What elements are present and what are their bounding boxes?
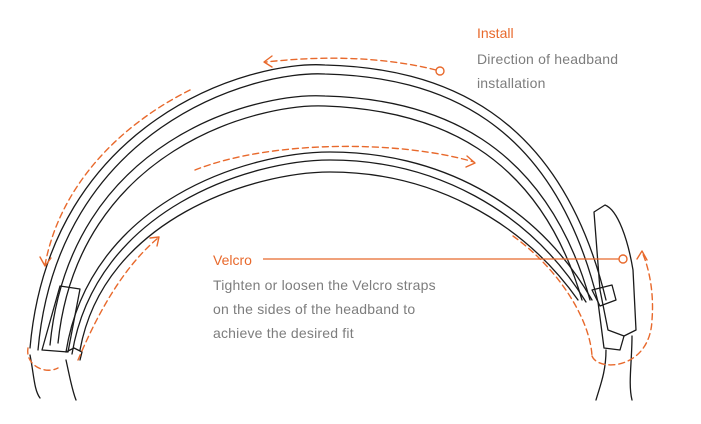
- arrow-left-loop: [27, 347, 59, 371]
- arrowhead-outer-left: [39, 256, 52, 267]
- velcro-description-line: on the sides of the headband to: [213, 301, 416, 317]
- arrow-right-inner: [512, 235, 593, 357]
- outer-band-edge-3: [49, 95, 591, 346]
- left-joint-block: [41, 285, 81, 353]
- arrow-outer-left: [44, 89, 191, 266]
- arrowhead-right-loop: [636, 250, 648, 261]
- inner-band-edge-3: [79, 171, 579, 351]
- headband-outline: [29, 64, 637, 401]
- arrowhead-inner-left: [149, 236, 160, 247]
- install-description-line: installation: [477, 75, 546, 91]
- right-foot: [595, 349, 607, 401]
- install-description-line: Direction of headband: [477, 51, 619, 67]
- velcro-description-line: achieve the desired fit: [213, 325, 354, 341]
- arrowhead-top: [263, 55, 273, 68]
- right-foot-inner: [629, 335, 633, 401]
- arrow-inner-middle: [194, 145, 475, 171]
- left-joint-strap: [65, 347, 83, 361]
- install-start-marker: [435, 66, 445, 76]
- outer-band-edge-4: [57, 105, 583, 344]
- direction-arrows: [27, 57, 654, 371]
- inner-band-edge-2: [71, 159, 587, 355]
- arrow-right-loop: [591, 251, 654, 366]
- install-title: Install: [477, 25, 514, 41]
- velcro-description: Tighten or loosen the Velcro straps on t…: [213, 273, 436, 345]
- right-velcro-pad: [593, 204, 637, 337]
- arrow-top: [265, 57, 437, 71]
- outer-band-edge-1: [29, 64, 607, 349]
- right-velcro-strap: [591, 284, 617, 307]
- inner-band-edge-1: [65, 151, 593, 353]
- velcro-marker: [618, 254, 628, 264]
- arrow-inner-left: [77, 237, 159, 361]
- arrowheads: [39, 55, 648, 267]
- arrowhead-inner-middle: [465, 155, 476, 168]
- left-foot: [29, 354, 41, 399]
- right-joint: [597, 301, 625, 351]
- velcro-description-line: Tighten or loosen the Velcro straps: [213, 277, 436, 293]
- outer-band-edge-2: [37, 73, 599, 351]
- velcro-title: Velcro: [213, 252, 252, 268]
- install-description: Direction of headband installation: [477, 47, 618, 95]
- left-foot-inner: [65, 359, 77, 401]
